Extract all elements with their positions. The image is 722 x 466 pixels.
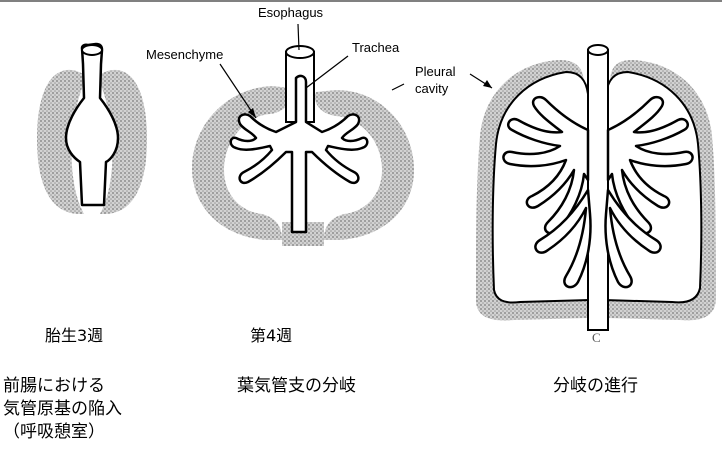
- pleural-label-line2: cavity: [415, 81, 448, 96]
- stage-b-title: 第4週: [250, 322, 292, 346]
- stage-a-caption-line2: 気管原基の陥入: [3, 398, 122, 421]
- stage-a-foregut-outline: [66, 44, 118, 205]
- stage-a-title: 胎生3週: [45, 322, 103, 346]
- pleural-leader: [392, 84, 404, 90]
- stage-a-foregut-top: [82, 45, 102, 55]
- stage-a-caption-line3: （呼吸憩室）: [3, 421, 105, 444]
- stage-c-trachea-top: [588, 45, 608, 55]
- stage-c-caption-line1: 分岐の進行: [553, 375, 638, 398]
- stage-b-diagram: [192, 46, 414, 246]
- stage-c-trachea: [588, 50, 608, 330]
- pleural-label-line1: Pleural: [415, 64, 455, 79]
- stage-a-diagram: [37, 44, 147, 214]
- stage-b-mesenchyme-left: [192, 86, 291, 240]
- pleural-arrowhead: [483, 80, 492, 88]
- trachea-label: Trachea: [352, 40, 399, 55]
- stage-c-diagram: [476, 45, 716, 330]
- mesenchyme-label: Mesenchyme: [146, 47, 223, 62]
- stage-b-caption-line1: 葉気管支の分岐: [237, 375, 356, 398]
- stage-a-caption-line1: 前腸における: [3, 375, 105, 398]
- esophagus-label: Esophagus: [258, 5, 323, 20]
- stage-b-esophagus-top: [286, 46, 314, 58]
- figure-mark: C: [592, 330, 601, 346]
